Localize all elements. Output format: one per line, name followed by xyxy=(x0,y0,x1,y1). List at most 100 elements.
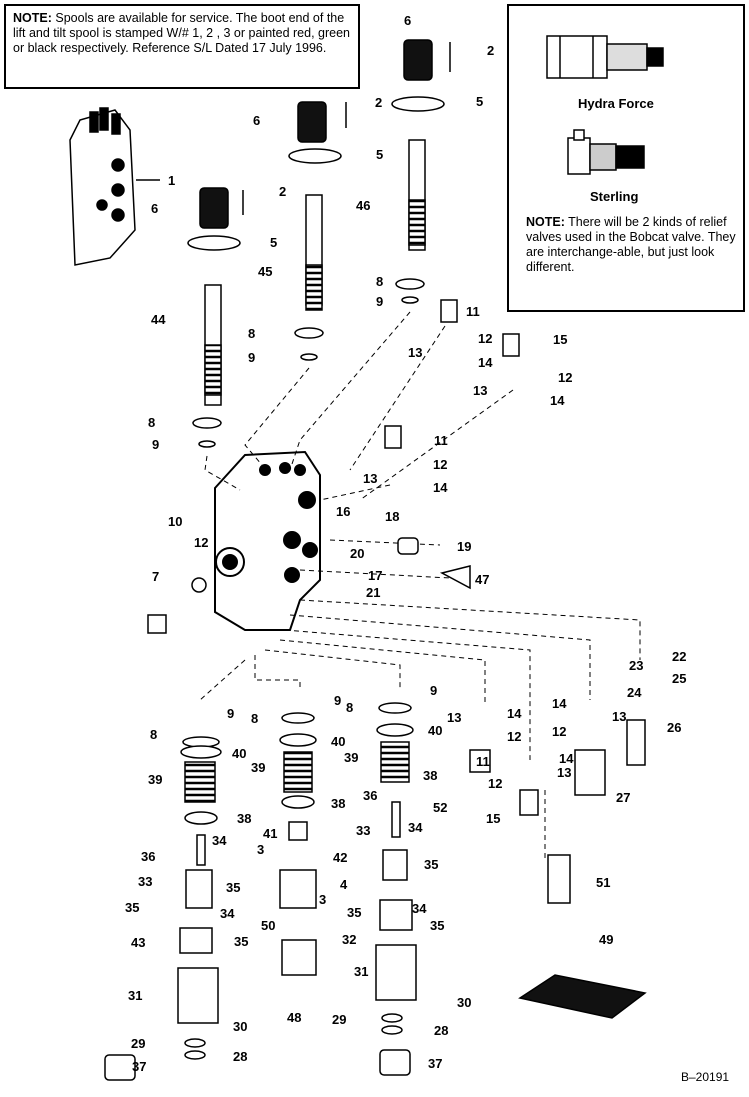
part-callout-15: 15 xyxy=(553,332,567,347)
part-callout-37: 37 xyxy=(132,1059,146,1074)
part-callout-49: 49 xyxy=(599,932,613,947)
part-callout-2: 2 xyxy=(279,184,286,199)
part-callout-8: 8 xyxy=(376,274,383,289)
part-callout-43: 43 xyxy=(131,935,145,950)
part-callout-8: 8 xyxy=(150,727,157,742)
lower-spool-end-parts xyxy=(104,299,647,1081)
part-callout-12: 12 xyxy=(507,729,521,744)
part-callout-38: 38 xyxy=(331,796,345,811)
part-callout-42: 42 xyxy=(333,850,347,865)
part-callout-45: 45 xyxy=(258,264,272,279)
part-callout-15: 15 xyxy=(486,811,500,826)
part-callout-51: 51 xyxy=(596,875,610,890)
service-note-label: NOTE: xyxy=(13,11,52,25)
part-callout-5: 5 xyxy=(270,235,277,250)
hydra-force-valve-icon xyxy=(546,35,664,79)
part-callout-11: 11 xyxy=(434,433,448,448)
part-callout-32: 32 xyxy=(342,932,356,947)
part-callout-27: 27 xyxy=(616,790,630,805)
part-callout-10: 10 xyxy=(168,514,182,529)
part-callout-52: 52 xyxy=(433,800,447,815)
part-callout-40: 40 xyxy=(331,734,345,749)
part-callout-39: 39 xyxy=(344,750,358,765)
part-callout-9: 9 xyxy=(152,437,159,452)
part-callout-12: 12 xyxy=(478,331,492,346)
service-note-text: Spools are available for service. The bo… xyxy=(13,11,350,55)
part-callout-30: 30 xyxy=(457,995,471,1010)
part-callout-40: 40 xyxy=(428,723,442,738)
part-callout-14: 14 xyxy=(559,751,574,766)
part-callout-41: 41 xyxy=(263,826,277,841)
part-callout-14: 14 xyxy=(550,393,565,408)
part-callout-25: 25 xyxy=(672,671,686,686)
part-callout-37: 37 xyxy=(428,1056,442,1071)
part-callout-9: 9 xyxy=(248,350,255,365)
relief-valve-note-text: There will be 2 kinds of relief valves u… xyxy=(526,215,736,274)
part-callout-35: 35 xyxy=(226,880,240,895)
part-callout-13: 13 xyxy=(408,345,422,360)
part-callout-20: 20 xyxy=(350,546,364,561)
part-callout-31: 31 xyxy=(128,988,142,1003)
part-callout-12: 12 xyxy=(552,724,566,739)
valve-assembly-thumbnail xyxy=(69,107,160,266)
part-callout-9: 9 xyxy=(430,683,437,698)
part-callout-13: 13 xyxy=(612,709,626,724)
part-callout-28: 28 xyxy=(434,1023,448,1038)
part-callout-2: 2 xyxy=(375,95,382,110)
part-callout-4: 4 xyxy=(340,877,348,892)
part-callout-34: 34 xyxy=(408,820,423,835)
part-callout-8: 8 xyxy=(251,711,258,726)
part-callout-8: 8 xyxy=(248,326,255,341)
part-callout-11: 11 xyxy=(476,754,490,769)
part-callout-13: 13 xyxy=(363,471,377,486)
part-callout-31: 31 xyxy=(354,964,368,979)
part-callout-46: 46 xyxy=(356,198,370,213)
part-callout-35: 35 xyxy=(125,900,139,915)
part-callout-5: 5 xyxy=(376,147,383,162)
part-callout-14: 14 xyxy=(478,355,493,370)
spool-assemblies-top xyxy=(187,39,451,448)
part-callout-34: 34 xyxy=(412,901,427,916)
part-callout-6: 6 xyxy=(404,13,411,28)
part-callout-18: 18 xyxy=(385,509,399,524)
part-callout-12: 12 xyxy=(558,370,572,385)
part-callout-35: 35 xyxy=(347,905,361,920)
part-callout-5: 5 xyxy=(476,94,483,109)
part-callout-13: 13 xyxy=(447,710,461,725)
part-callout-30: 30 xyxy=(233,1019,247,1034)
part-callout-50: 50 xyxy=(261,918,275,933)
valve-body xyxy=(214,450,321,631)
part-callout-2: 2 xyxy=(487,43,494,58)
part-callout-14: 14 xyxy=(507,706,522,721)
service-note-box: NOTE: Spools are available for service. … xyxy=(4,4,360,89)
part-callout-39: 39 xyxy=(148,772,162,787)
part-callout-23: 23 xyxy=(629,658,643,673)
part-callout-33: 33 xyxy=(356,823,370,838)
sterling-valve-icon xyxy=(567,129,645,175)
part-callout-3: 3 xyxy=(257,842,264,857)
part-callout-35: 35 xyxy=(424,857,438,872)
part-callout-33: 33 xyxy=(138,874,152,889)
part-callout-29: 29 xyxy=(332,1012,346,1027)
part-callout-12: 12 xyxy=(488,776,502,791)
part-callout-3: 3 xyxy=(319,892,326,907)
part-callout-1: 1 xyxy=(168,173,175,188)
part-callout-7: 7 xyxy=(152,569,159,584)
part-callout-16: 16 xyxy=(336,504,350,519)
part-callout-6: 6 xyxy=(151,201,158,216)
service-note: NOTE: Spools are available for service. … xyxy=(13,11,353,56)
part-callout-36: 36 xyxy=(363,788,377,803)
part-callout-38: 38 xyxy=(423,768,437,783)
part-callout-39: 39 xyxy=(251,760,265,775)
part-callout-13: 13 xyxy=(473,383,487,398)
part-callout-48: 48 xyxy=(287,1010,301,1025)
sterling-label: Sterling xyxy=(590,189,639,204)
relief-valve-note-label: NOTE: xyxy=(526,215,565,229)
assembly-lines xyxy=(199,311,641,860)
part-callout-12: 12 xyxy=(433,457,447,472)
part-callout-9: 9 xyxy=(227,706,234,721)
part-callout-36: 36 xyxy=(141,849,155,864)
part-callout-21: 21 xyxy=(366,585,380,600)
